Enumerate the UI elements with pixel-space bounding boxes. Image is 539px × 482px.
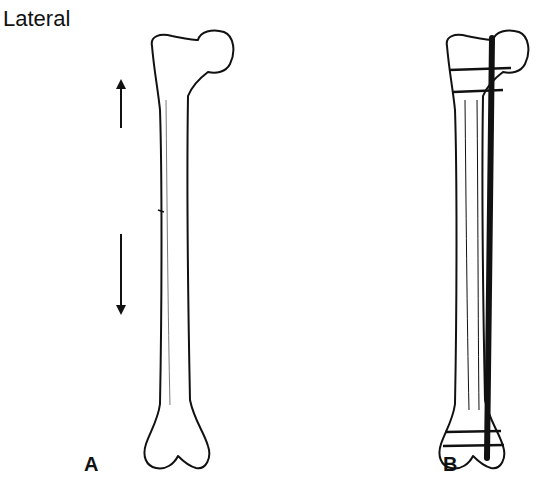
- distraction-arrow: [120, 84, 122, 128]
- femur-b-nailed: [439, 30, 528, 468]
- locking-screw: [443, 445, 504, 446]
- locking-screw: [445, 431, 501, 432]
- distraction-arrow: [120, 234, 122, 310]
- panel-letter: B: [443, 454, 457, 474]
- view-label: Lateral: [3, 8, 70, 30]
- locking-screw: [449, 68, 511, 70]
- intramedullary-nail: [487, 38, 492, 458]
- locking-screw: [453, 90, 503, 92]
- panel-letter: A: [84, 454, 98, 474]
- femur-a: [121, 30, 233, 468]
